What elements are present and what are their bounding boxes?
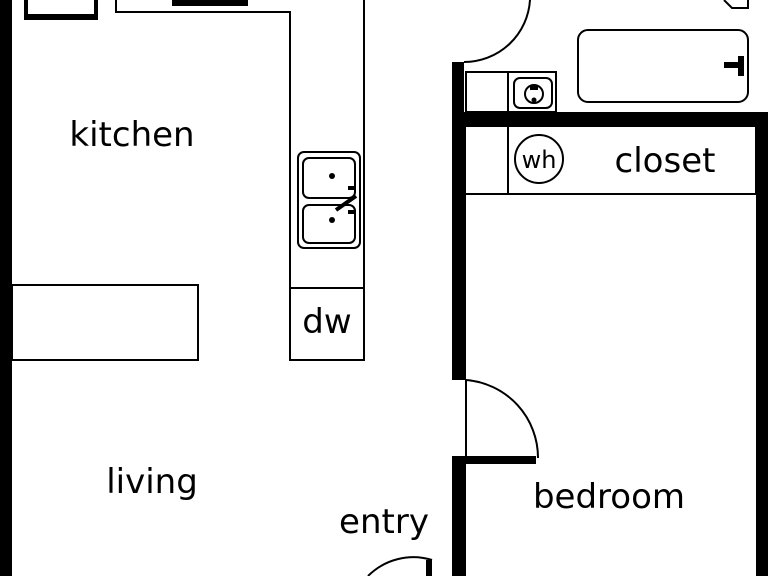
left-exterior-wall <box>0 0 12 576</box>
bath-bottom-wall <box>452 112 768 126</box>
water-heater-icon: wh <box>514 134 564 184</box>
bathroom-sink-icon <box>465 71 557 113</box>
kitchen-island <box>11 284 199 361</box>
closet-label: closet <box>615 141 716 181</box>
toilet-edge <box>723 0 749 9</box>
bath-door-swing <box>463 0 531 64</box>
dishwasher-label: dw <box>302 302 351 342</box>
bedroom-label: bedroom <box>533 477 685 517</box>
svg-text:wh: wh <box>522 146 557 174</box>
kitchen-counter <box>115 0 365 361</box>
right-exterior-wall <box>756 120 768 576</box>
range-detail <box>172 0 248 6</box>
bedroom-door-swing <box>465 379 540 459</box>
living-label: living <box>106 462 198 502</box>
double-sink-icon <box>297 151 361 249</box>
bedroom-wall-upper <box>452 126 466 380</box>
bedroom-wall-lower-top <box>452 456 536 464</box>
bathtub-icon <box>577 29 749 103</box>
entry-label: entry <box>339 502 429 542</box>
kitchen-label: kitchen <box>69 115 194 155</box>
bedroom-wall-lower <box>452 456 466 576</box>
appliance-top-left-inner <box>28 0 94 14</box>
entry-door-leaf <box>426 560 432 576</box>
entry-door-swing <box>367 556 433 576</box>
bath-wall-left <box>452 62 464 120</box>
